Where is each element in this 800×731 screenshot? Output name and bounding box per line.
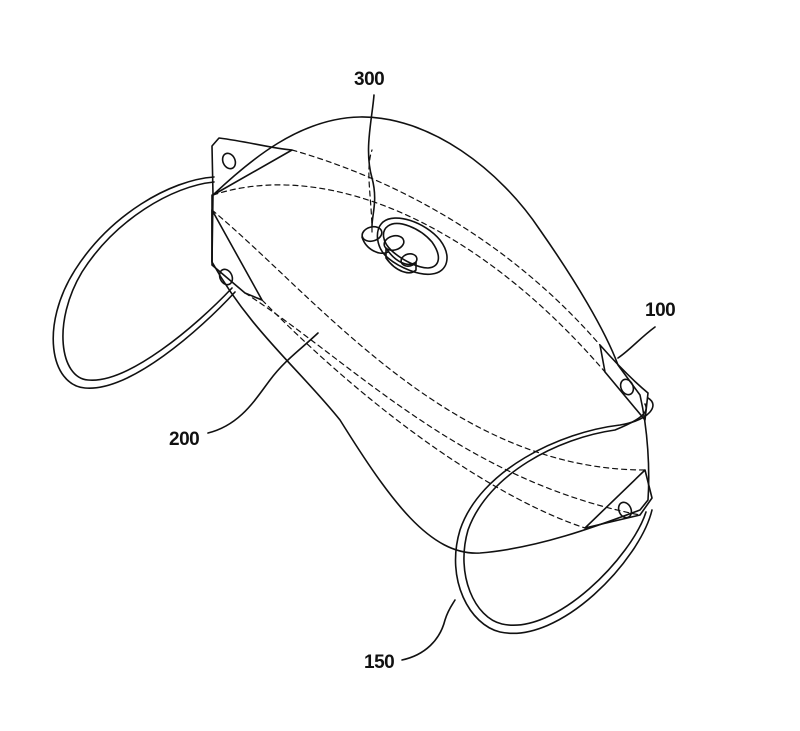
leader-100: [617, 326, 656, 359]
left-tab-lower: [211, 209, 263, 301]
left-strap-inner: [62, 181, 233, 381]
reference-numeral-300: 300: [354, 69, 385, 90]
bag-body: [211, 116, 650, 554]
leader-150: [401, 599, 456, 661]
reference-numeral-100: 100: [645, 300, 676, 321]
reference-numeral-200: 200: [169, 429, 200, 450]
left-strap: [52, 176, 236, 389]
right-tab-hole-upper: [619, 378, 635, 396]
right-strap-inner: [463, 403, 647, 627]
hidden-lines: [211, 149, 646, 529]
leader-300: [367, 94, 376, 227]
leader-200: [207, 332, 319, 434]
left-tab-hole-lower: [218, 268, 234, 286]
right-strap: [454, 397, 654, 635]
right-tab: [599, 344, 649, 421]
right-tab-hole-lower: [617, 501, 633, 519]
reference-numeral-150: 150: [364, 652, 395, 673]
valve-port: [361, 217, 448, 276]
right-tab-lower: [584, 469, 653, 529]
left-tab-hole-upper: [221, 152, 237, 170]
